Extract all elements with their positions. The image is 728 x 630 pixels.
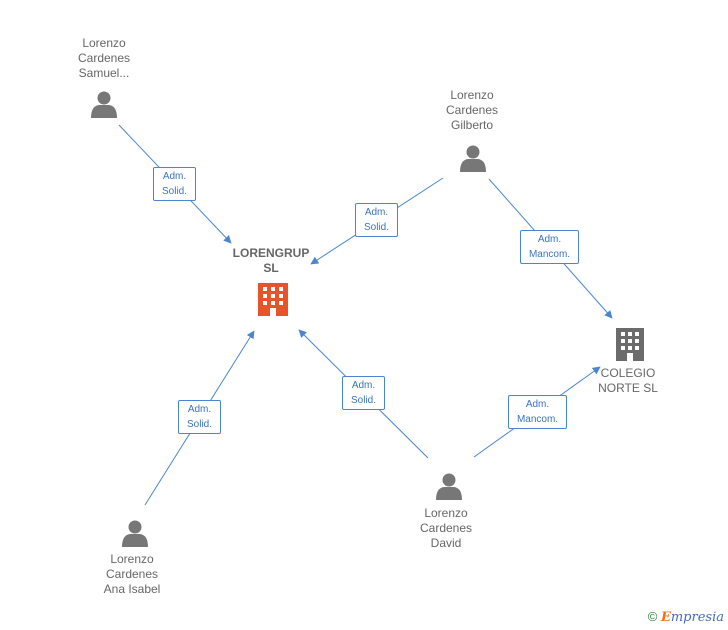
label-line: Lorenzo bbox=[450, 88, 494, 102]
edge-label-line: Solid. bbox=[363, 222, 389, 233]
node-label-david[interactable]: Lorenzo Cardenes David bbox=[396, 506, 496, 551]
label-line: LORENGRUP bbox=[232, 246, 310, 260]
edge-label-line: Mancom. bbox=[516, 414, 559, 425]
label-line: Samuel... bbox=[78, 66, 130, 80]
edge-label-samuel-lorengrup[interactable]: Adm. Solid. bbox=[153, 167, 196, 201]
edge-label-line: Adm. bbox=[187, 404, 212, 415]
brand-logo: Empresia bbox=[660, 610, 724, 625]
node-label-ana[interactable]: Lorenzo Cardenes Ana Isabel bbox=[82, 552, 182, 597]
edge-label-david-lorengrup[interactable]: Adm. Solid. bbox=[342, 376, 385, 410]
building-icon-lorengrup[interactable] bbox=[258, 283, 288, 316]
edge-label-line: Solid. bbox=[161, 186, 187, 197]
label-line: Cardenes bbox=[77, 51, 131, 65]
edge-label-line: Adm. bbox=[162, 171, 187, 182]
building-icon-colegio[interactable] bbox=[616, 328, 644, 361]
label-line: COLEGIO bbox=[600, 366, 656, 380]
label-line: Cardenes bbox=[419, 521, 473, 535]
person-icon[interactable] bbox=[122, 520, 148, 548]
edge-label-line: Solid. bbox=[350, 395, 376, 406]
node-label-colegio[interactable]: COLEGIO NORTE SL bbox=[578, 366, 678, 396]
label-line: Cardenes bbox=[445, 103, 499, 117]
edge-label-ana-lorengrup[interactable]: Adm. Solid. bbox=[178, 400, 221, 434]
copyright-symbol: © bbox=[647, 609, 658, 624]
edge-label-line: Adm. bbox=[537, 234, 562, 245]
label-line: Ana Isabel bbox=[103, 582, 161, 596]
edge-label-david-colegio[interactable]: Adm. Mancom. bbox=[508, 395, 567, 429]
label-line: SL bbox=[263, 261, 279, 275]
person-icon[interactable] bbox=[460, 145, 486, 173]
edge-label-line: Solid. bbox=[186, 419, 212, 430]
copyright-footer[interactable]: © Empresia bbox=[648, 609, 724, 625]
edge-label-line: Mancom. bbox=[528, 249, 571, 260]
person-icon[interactable] bbox=[436, 473, 462, 501]
node-label-lorengrup[interactable]: LORENGRUP SL bbox=[221, 246, 321, 276]
edge-label-gilberto-lorengrup[interactable]: Adm. Solid. bbox=[355, 203, 398, 237]
label-line: David bbox=[430, 536, 462, 550]
edge-label-gilberto-colegio[interactable]: Adm. Mancom. bbox=[520, 230, 579, 264]
person-icon[interactable] bbox=[91, 91, 117, 119]
label-line: Lorenzo bbox=[110, 552, 154, 566]
label-line: Lorenzo bbox=[82, 36, 126, 50]
label-line: Lorenzo bbox=[424, 506, 468, 520]
label-line: Gilberto bbox=[450, 118, 494, 132]
edge-label-line: Adm. bbox=[351, 380, 376, 391]
edge-label-line: Adm. bbox=[364, 207, 389, 218]
edge-label-line: Adm. bbox=[525, 399, 550, 410]
label-line: NORTE SL bbox=[598, 381, 658, 395]
label-line: Cardenes bbox=[105, 567, 159, 581]
node-label-gilberto[interactable]: Lorenzo Cardenes Gilberto bbox=[422, 88, 522, 133]
node-label-samuel[interactable]: Lorenzo Cardenes Samuel... bbox=[54, 36, 154, 81]
